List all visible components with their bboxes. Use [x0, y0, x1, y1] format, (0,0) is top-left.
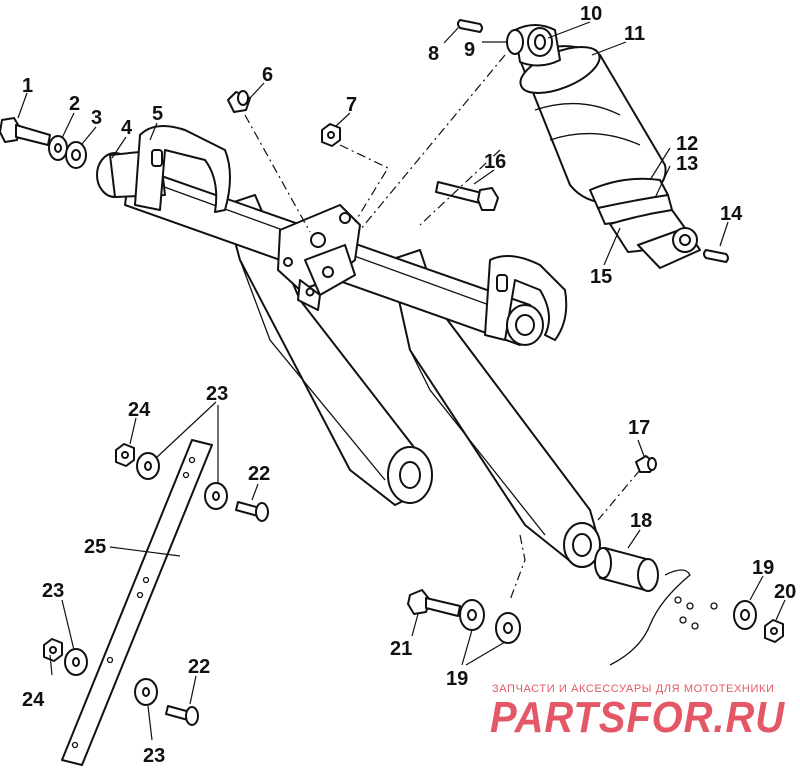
bolt-item-21 [407, 589, 461, 617]
callout-14: 14 [720, 203, 743, 225]
callout-16: 16 [484, 151, 506, 173]
callout-1: 1 [22, 75, 33, 97]
callout-8: 8 [428, 43, 439, 65]
callout-labels: 1 2 3 4 5 6 7 8 9 10 11 12 13 14 15 16 1… [22, 3, 796, 767]
callout-5: 5 [152, 103, 163, 125]
rivet-item-22-upper [235, 501, 269, 522]
shock-absorber [506, 24, 701, 269]
callout-4: 4 [121, 117, 133, 139]
callout-25: 25 [84, 536, 106, 558]
callout-11: 11 [624, 23, 645, 45]
side-bracket-outline [609, 569, 691, 666]
callout-22-lower: 22 [188, 656, 210, 678]
callout-17: 17 [628, 417, 650, 439]
pin-item-8 [457, 19, 483, 33]
callout-10: 10 [580, 3, 602, 25]
upper-bushing [506, 29, 524, 55]
callout-19-left: 19 [446, 668, 468, 690]
grease-fitting-item-17 [635, 455, 657, 473]
watermark: ЗАПЧАСТИ И АКСЕССУАРЫ ДЛЯ МОТОТЕХНИКИ PA… [490, 683, 785, 742]
watermark-logo: PARTSFOR.RU [490, 693, 785, 742]
watermark-tagline: ЗАПЧАСТИ И АКСЕССУАРЫ ДЛЯ МОТОТЕХНИКИ [492, 683, 774, 695]
callout-23-bottom: 23 [143, 745, 165, 767]
callout-7: 7 [346, 94, 357, 116]
callout-12: 12 [676, 133, 698, 155]
pin-item-14 [703, 249, 729, 263]
callout-24-lower: 24 [22, 689, 45, 711]
swing-arm-assembly [96, 125, 601, 568]
leader-lines [17, 21, 786, 741]
callout-9: 9 [464, 39, 475, 61]
callout-15: 15 [590, 266, 612, 288]
callout-6: 6 [262, 64, 273, 86]
bolt-item-16 [435, 181, 499, 211]
callout-23-top: 23 [206, 383, 228, 405]
callout-19-right: 19 [752, 557, 774, 579]
callout-23-mid: 23 [42, 580, 64, 602]
callout-20: 20 [774, 581, 796, 603]
callout-3: 3 [91, 107, 102, 129]
strap-item-25 [61, 439, 213, 766]
bushing-item-18 [594, 547, 659, 592]
bolt-item-1 [0, 117, 51, 146]
callout-13: 13 [676, 153, 698, 175]
callout-21: 21 [390, 638, 412, 660]
left-clamp-bracket [134, 125, 231, 213]
grease-fitting-item-6 [227, 90, 251, 113]
callout-24-upper: 24 [128, 399, 151, 421]
callout-18: 18 [630, 510, 652, 532]
callout-22-upper: 22 [248, 463, 270, 485]
rivet-item-22-lower [165, 705, 199, 726]
callout-2: 2 [69, 93, 80, 115]
